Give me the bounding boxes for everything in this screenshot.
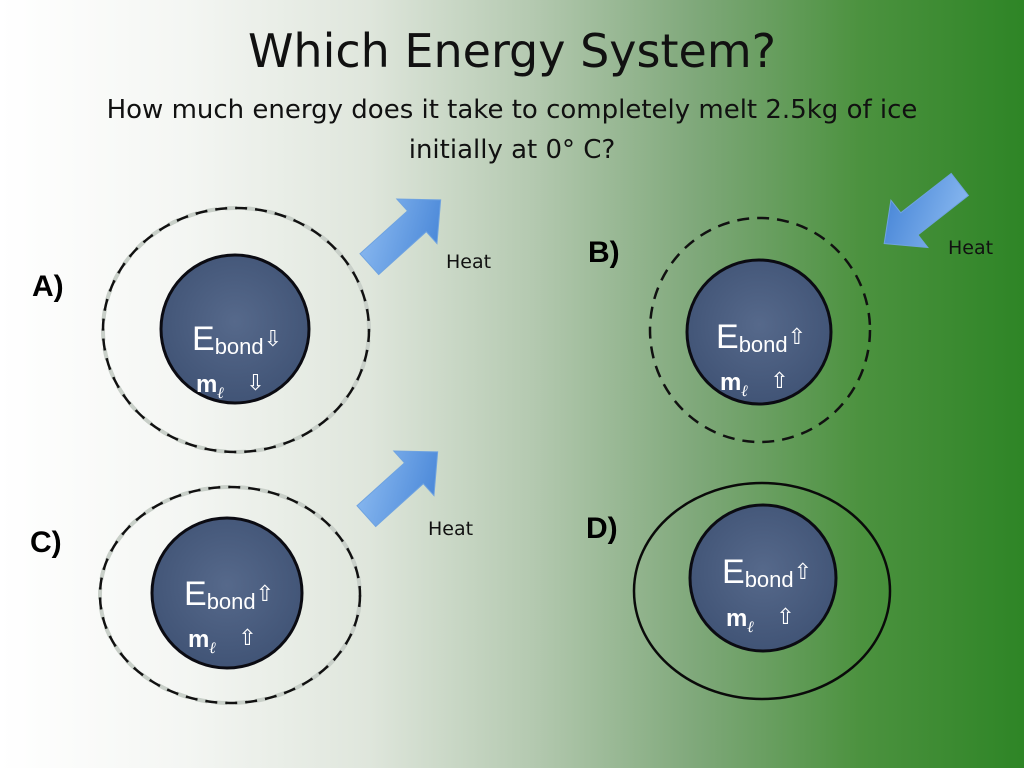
option-d-ebond: Ebond⇧ xyxy=(722,553,812,592)
bond-subscript: bond xyxy=(745,567,794,592)
e-symbol: E xyxy=(184,575,207,613)
up-arrow-icon: ⇧ xyxy=(788,324,806,349)
option-c-label: C) xyxy=(30,526,62,559)
option-b-label: B) xyxy=(588,236,620,269)
option-b-core xyxy=(685,258,833,406)
option-a-core xyxy=(159,253,311,405)
l-subscript: ℓ xyxy=(746,619,754,636)
e-symbol: E xyxy=(716,318,739,356)
option-a-ml: mℓ ⇩ xyxy=(196,370,265,402)
up-arrow-icon: ⇧ xyxy=(256,581,274,606)
heat-arrow-icon xyxy=(883,172,970,249)
m-symbol: m xyxy=(720,369,741,396)
option-a-label: A) xyxy=(32,270,64,303)
l-subscript: ℓ xyxy=(216,385,224,402)
option-d: D) Ebond⇧ mℓ⇧ xyxy=(586,481,892,701)
m-symbol: m xyxy=(196,371,217,398)
up-arrow-icon: ⇧ xyxy=(770,368,788,393)
down-arrow-icon: ⇩ xyxy=(246,370,264,395)
option-d-boundary xyxy=(632,481,892,701)
bond-subscript: bond xyxy=(215,334,264,359)
up-arrow-icon: ⇧ xyxy=(238,625,256,650)
option-c-core xyxy=(150,516,304,670)
up-arrow-icon: ⇧ xyxy=(794,559,812,584)
option-a-ebond: Ebond⇩ xyxy=(192,320,282,359)
option-a: A) Ebond⇩ mℓ⇩ Heat xyxy=(32,198,491,454)
m-symbol: m xyxy=(726,605,747,632)
heat-label: Heat xyxy=(446,251,491,273)
heat-arrow-icon xyxy=(356,450,439,528)
option-c-ml: mℓ ⇧ xyxy=(188,625,257,657)
l-subscript: ℓ xyxy=(740,383,748,400)
option-b-ml: mℓ ⇧ xyxy=(720,368,789,400)
heat-label: Heat xyxy=(948,237,993,259)
bond-subscript: bond xyxy=(739,332,788,357)
option-d-label: D) xyxy=(586,512,618,545)
question-text: How much energy does it take to complete… xyxy=(106,95,918,165)
l-subscript: ℓ xyxy=(208,640,216,657)
bond-subscript: bond xyxy=(207,589,256,614)
e-symbol: E xyxy=(722,553,745,591)
up-arrow-icon: ⇧ xyxy=(776,604,794,629)
option-b: B) Ebond⇧ mℓ⇧ Heat xyxy=(588,172,993,444)
e-symbol: E xyxy=(192,320,215,358)
option-d-core xyxy=(688,503,838,653)
heat-label: Heat xyxy=(428,518,473,540)
option-b-boundary xyxy=(648,216,872,444)
slide-title: Which Energy System? xyxy=(247,24,777,78)
down-arrow-icon: ⇩ xyxy=(264,326,282,351)
heat-arrow-icon xyxy=(359,198,442,276)
option-c-ebond: Ebond⇧ xyxy=(184,575,274,614)
m-symbol: m xyxy=(188,626,209,653)
option-d-ml: mℓ ⇧ xyxy=(726,604,795,636)
option-b-ebond: Ebond⇧ xyxy=(716,318,806,357)
option-c: C) Ebond⇧ mℓ⇧ Heat xyxy=(30,450,473,705)
